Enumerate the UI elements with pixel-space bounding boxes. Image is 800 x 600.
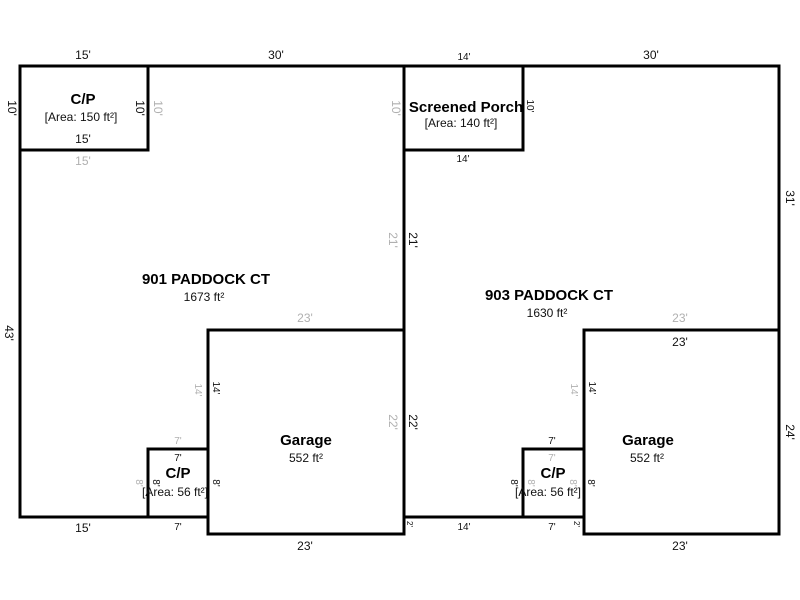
- dim-label: 8': [525, 479, 536, 487]
- screened-porch-area: [Area: 140 ft²]: [425, 116, 498, 130]
- dim-label: 8': [585, 479, 596, 487]
- dim-label: 7': [548, 522, 556, 533]
- dim-label: 10': [389, 100, 403, 116]
- dim-label: 14': [586, 381, 597, 394]
- dim-label: 43': [2, 325, 16, 341]
- dim-label: 10': [151, 100, 165, 116]
- dim-label: 10': [5, 100, 19, 116]
- dim-label: 14': [568, 383, 579, 396]
- screened-porch-label: Screened Porch: [409, 99, 523, 116]
- dim-label: 8': [133, 479, 144, 487]
- dim-label: 14': [457, 522, 470, 533]
- dim-label: 21': [406, 232, 420, 248]
- cp-left-label: C/P: [165, 465, 190, 482]
- room-labels: C/P [Area: 150 ft²] Screened Porch [Area…: [45, 91, 674, 499]
- cp-right-wall: [521, 447, 586, 519]
- walls: [18, 64, 781, 536]
- dim-label: 23': [672, 335, 688, 349]
- dim-label: 23': [672, 539, 688, 553]
- dim-label: 30': [643, 48, 659, 62]
- dim-label: 15': [75, 154, 91, 168]
- garage-left-label: Garage: [280, 432, 332, 449]
- dim-label: 7': [548, 453, 556, 464]
- dim-label: 30': [268, 48, 284, 62]
- dim-label: 23': [672, 311, 688, 325]
- garage-right-label: Garage: [622, 432, 674, 449]
- unit-901-label: 901 PADDOCK CT: [142, 271, 270, 288]
- dim-label: 7': [174, 453, 182, 464]
- dim-label: 22': [406, 414, 420, 430]
- dim-label: 15': [75, 132, 91, 146]
- cp-right-label: C/P: [540, 465, 565, 482]
- dim-label: 31': [783, 190, 797, 206]
- dim-label: 10': [133, 100, 147, 116]
- cp-left-area: [Area: 56 ft²]: [142, 485, 208, 499]
- cp-top-wall: [18, 64, 150, 152]
- dim-label: 2': [405, 521, 414, 527]
- cp-left-wall: [146, 447, 210, 519]
- dim-label: 23': [297, 539, 313, 553]
- dim-label: 8': [150, 479, 161, 487]
- cp-top-label: C/P: [70, 91, 95, 108]
- garage-right-area: 552 ft²: [630, 451, 664, 465]
- dim-label: 14': [210, 381, 221, 394]
- cp-top-area: [Area: 150 ft²]: [45, 110, 118, 124]
- dim-label: 7': [174, 436, 182, 447]
- dim-label: 14': [192, 383, 203, 396]
- dim-label: 15': [75, 48, 91, 62]
- screened-porch-wall: [402, 64, 525, 152]
- dimensions: 15' 30' 14' 30' 10' 10' 10' 15' 15' 10' …: [2, 48, 797, 553]
- dim-label: 15': [75, 521, 91, 535]
- dim-label: 14': [456, 154, 469, 165]
- unit-903-area: 1630 ft²: [527, 306, 568, 320]
- unit-901-outline: [18, 64, 406, 519]
- garage-right-wall: [582, 328, 781, 536]
- dim-label: 14': [457, 52, 470, 63]
- dim-label: 8': [567, 479, 578, 487]
- dim-label: 2': [572, 521, 581, 527]
- garage-left-wall: [206, 328, 406, 536]
- dim-label: 8': [210, 479, 221, 487]
- cp-right-area: [Area: 56 ft²]: [515, 485, 581, 499]
- garage-left-area: 552 ft²: [289, 451, 323, 465]
- dim-label: 8': [508, 479, 519, 487]
- dim-label: 24': [783, 424, 797, 440]
- dim-label: 7': [174, 522, 182, 533]
- unit-903-label: 903 PADDOCK CT: [485, 287, 613, 304]
- dim-label: 10': [524, 99, 535, 112]
- dim-label: 22': [386, 414, 400, 430]
- dim-label: 21': [386, 232, 400, 248]
- dim-label: 7': [548, 436, 556, 447]
- dim-label: 23': [297, 311, 313, 325]
- unit-901-area: 1673 ft²: [184, 290, 225, 304]
